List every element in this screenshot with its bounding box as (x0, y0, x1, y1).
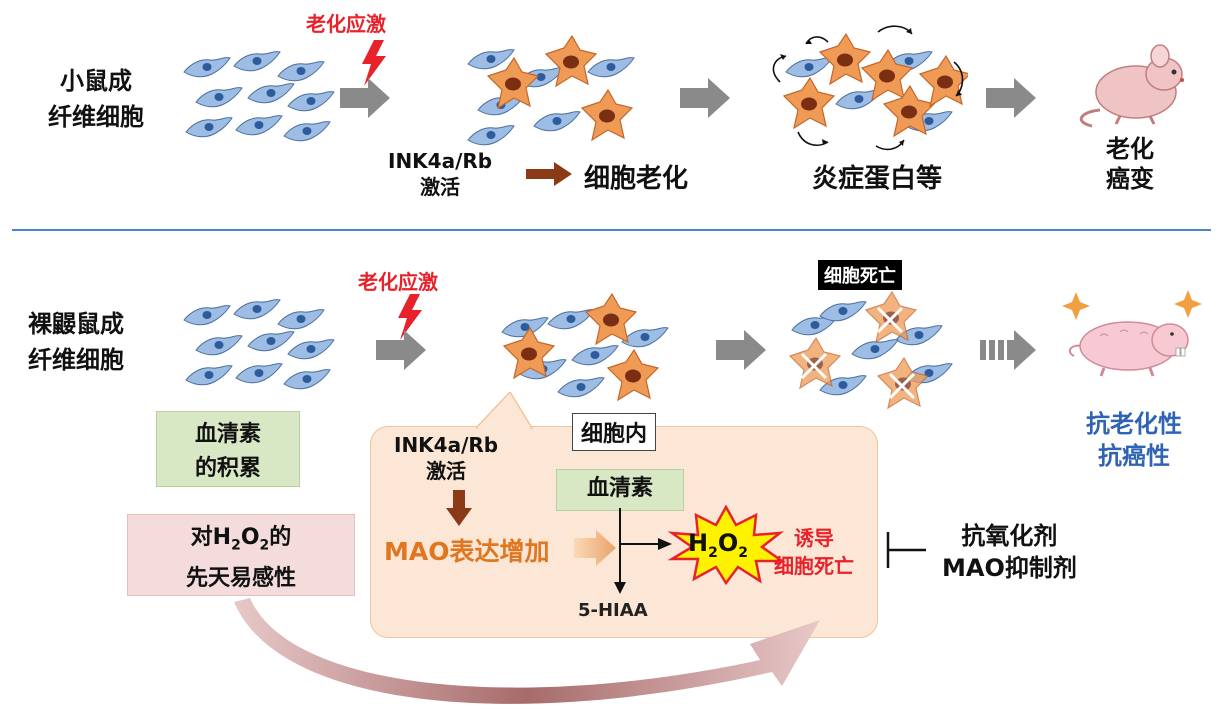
lightning-icon (362, 40, 386, 86)
brown-down-arrow-icon (446, 490, 472, 526)
gradient-arrow-icon (574, 530, 616, 566)
serotonin-box: 血清素 (556, 469, 684, 511)
mouse-icon (1079, 44, 1184, 128)
dashed-arrow-right-icon (980, 330, 1036, 370)
section-divider (12, 229, 1211, 231)
sensitivity-curved-arrow (234, 598, 820, 704)
h2o2-sensitivity-box: 对H2O2的 先天易感性 (127, 514, 355, 596)
intracellular-panel (370, 426, 878, 638)
arrow-right-icon (986, 78, 1036, 118)
resistance-label: 抗老化性 抗癌性 (1086, 410, 1182, 470)
lightning-icon (398, 294, 422, 340)
normal-cell-cluster-bottom (183, 299, 335, 390)
arrow-right-icon (376, 330, 426, 370)
inflammatory-cell-cluster-top (772, 25, 968, 151)
aging-cancer-label: 老化 癌变 (1106, 135, 1154, 193)
ink4a-rb-activation-top: INK4a/Rb 激活 (388, 149, 493, 199)
naked-mole-rat-icon (1062, 290, 1202, 377)
mao-increase-label: MAO表达增加 (384, 537, 550, 566)
arrow-right-icon (716, 330, 766, 370)
arrow-right-icon (340, 78, 390, 118)
metabolism-arrows (614, 508, 672, 594)
aging-stress-label-bottom: 老化应激 (358, 270, 438, 294)
inhibitor-label: 抗氧化剂 MAO抑制剂 (942, 522, 1077, 582)
h2o2-burst-icon (667, 505, 786, 585)
serotonin-accumulation-box: 血清素 的积累 (156, 411, 300, 487)
senescence-label: 细胞老化 (584, 164, 689, 194)
inflammatory-proteins-label: 炎症蛋白等 (812, 164, 943, 194)
cell-death-tag: 细胞死亡 (818, 260, 902, 290)
arrow-right-icon (680, 78, 730, 118)
senescent-cell-cluster-top (467, 35, 635, 146)
normal-cell-cluster-top (183, 51, 335, 142)
5-hiaa-label: 5-HIAA (578, 600, 648, 621)
ink4a-rb-activation-bottom: INK4a/Rb 激活 (394, 433, 499, 483)
brown-arrow-icon (526, 162, 572, 186)
senescent-cell-cluster-bottom (501, 293, 669, 401)
inhibition-bar-icon (886, 532, 926, 568)
intracellular-title: 细胞内 (572, 413, 657, 451)
top-row-label: 小鼠成 纤维细胞 (48, 67, 144, 131)
callout-pointer (476, 392, 534, 430)
aging-stress-label-top: 老化应激 (306, 12, 386, 36)
h2o2-label: H2O2 (688, 529, 748, 561)
dying-cell-cluster (789, 291, 953, 409)
bottom-row-label: 裸鼹鼠成 纤维细胞 (28, 310, 124, 374)
induce-cell-death-label: 诱导 细胞死亡 (774, 526, 854, 578)
